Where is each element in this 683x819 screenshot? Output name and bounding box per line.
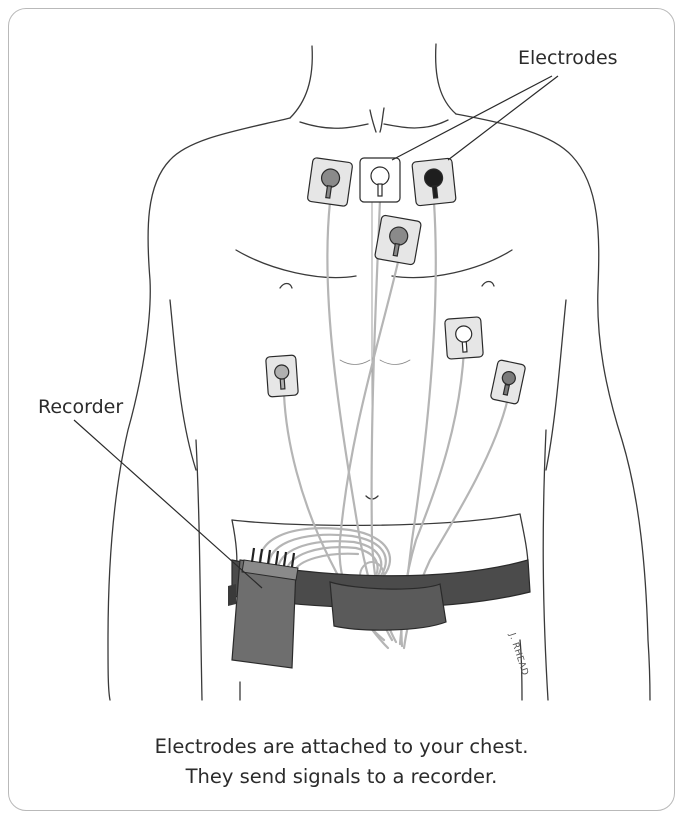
electrode-5: [445, 317, 484, 359]
electrode-6: [266, 355, 299, 397]
recorder-label: Recorder: [38, 396, 123, 418]
electrode-2: [360, 158, 400, 202]
electrode-1: [307, 157, 353, 206]
leader-lines: [74, 76, 558, 588]
electrode-4: [374, 215, 421, 265]
caption-line-2: They send signals to a recorder.: [0, 762, 683, 792]
electrodes-label: Electrodes: [518, 47, 618, 69]
electrode-7: [490, 360, 526, 405]
caption-line-1: Electrodes are attached to your chest.: [0, 732, 683, 762]
electrode-3: [412, 158, 456, 206]
electrode-pads: [266, 157, 526, 404]
